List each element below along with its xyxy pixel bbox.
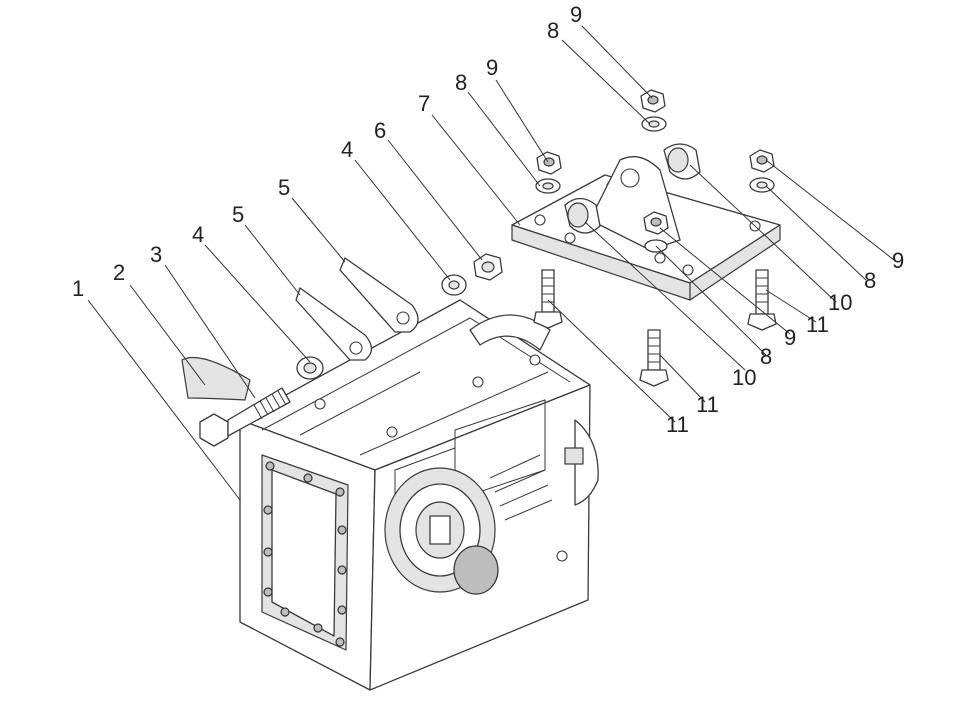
nut-center — [473, 253, 503, 281]
link-plate-rear — [339, 257, 419, 333]
callout-11: 11 — [806, 312, 829, 337]
callout-7: 7 — [418, 91, 430, 116]
callout-11: 11 — [666, 412, 689, 437]
callout-1: 1 — [72, 276, 84, 301]
stud-bolt-right — [747, 269, 777, 331]
callout-2: 2 — [113, 260, 125, 285]
callout-11: 11 — [696, 392, 719, 417]
stud-bolt-left — [533, 269, 563, 329]
washer-top-center — [641, 116, 667, 132]
link-plate-front — [295, 287, 373, 361]
callout-4: 4 — [341, 137, 353, 162]
callout-8: 8 — [760, 344, 772, 369]
nut-left — [536, 151, 562, 175]
nut-top-center — [640, 89, 666, 113]
bolt-large — [199, 387, 291, 447]
callout-9: 9 — [892, 248, 904, 273]
bushing-right — [663, 143, 701, 180]
washer-left — [296, 356, 324, 380]
washer-left-top — [535, 178, 561, 194]
cover-bolts — [263, 461, 347, 647]
torque-arm — [181, 356, 251, 401]
callout-10: 10 — [828, 290, 852, 315]
callout-10: 10 — [732, 365, 756, 390]
callout-4: 4 — [192, 222, 204, 247]
callout-5: 5 — [232, 202, 244, 227]
stud-bolt-center — [639, 329, 669, 387]
leader-lines — [87, 25, 895, 501]
callout-6: 6 — [374, 118, 386, 143]
callout-8: 8 — [864, 268, 876, 293]
callout-labels: 1 2 3 4 5 5 4 6 7 8 9 8 9 9 8 10 11 9 8 … — [72, 2, 904, 437]
callout-9: 9 — [570, 2, 582, 27]
bushing-left — [564, 197, 601, 234]
callout-3: 3 — [150, 242, 162, 267]
callout-8: 8 — [455, 70, 467, 95]
washer-center — [441, 274, 467, 296]
nut-middle — [643, 211, 669, 235]
callout-5: 5 — [278, 175, 290, 200]
callout-9: 9 — [486, 55, 498, 80]
callout-8: 8 — [547, 18, 559, 43]
nut-right — [749, 149, 775, 173]
gearbox-housing — [239, 299, 599, 691]
callout-9: 9 — [784, 325, 796, 350]
